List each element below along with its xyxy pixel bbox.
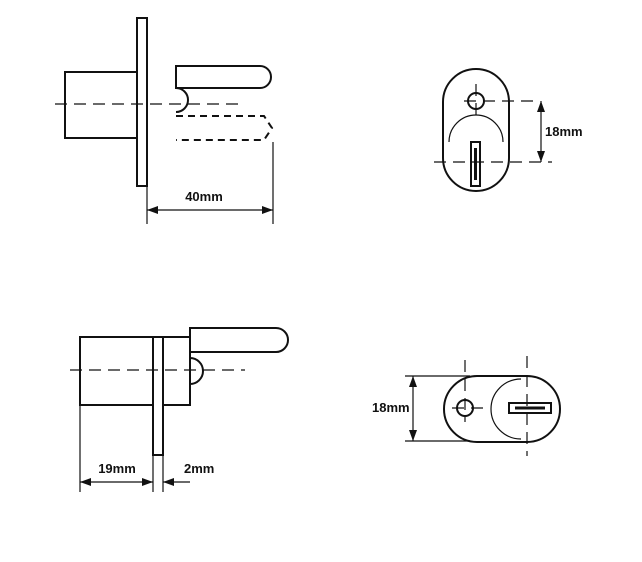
arrow-head bbox=[409, 430, 417, 441]
side-view-extended: 40mm bbox=[55, 17, 274, 224]
side-view: 19mm 2mm bbox=[70, 327, 289, 492]
front-view-vertical: 18mm bbox=[434, 68, 583, 192]
cam-pivot bbox=[175, 87, 189, 113]
dimension-label-height: 18mm bbox=[372, 400, 410, 415]
face-plate bbox=[442, 68, 510, 192]
key-slot-inner bbox=[515, 406, 545, 410]
cylinder-outline bbox=[490, 378, 522, 440]
arrow-head bbox=[147, 206, 158, 214]
dimension-label-flange: 2mm bbox=[184, 461, 214, 476]
arrow-head bbox=[80, 478, 91, 486]
lock-body bbox=[79, 336, 191, 406]
arrow-head bbox=[142, 478, 153, 486]
cam-arm bbox=[175, 65, 272, 89]
arrow-head bbox=[537, 101, 545, 112]
arrow-head bbox=[409, 376, 417, 387]
front-view-horizontal: 18mm bbox=[372, 356, 561, 456]
cylinder-outline bbox=[448, 114, 504, 143]
key-slot-inner bbox=[474, 148, 477, 180]
arrow-head bbox=[163, 478, 174, 486]
cam-pivot bbox=[189, 357, 204, 385]
dimension-label-length: 40mm bbox=[185, 189, 223, 204]
dimension-label-height: 18mm bbox=[545, 124, 583, 139]
dimension-label-body: 19mm bbox=[98, 461, 136, 476]
arrow-head bbox=[262, 206, 273, 214]
mounting-flange bbox=[136, 17, 148, 187]
cam-arm-rotated-dashed bbox=[176, 115, 274, 141]
arrow-head bbox=[537, 151, 545, 162]
cam-arm bbox=[189, 327, 289, 353]
mounting-flange bbox=[152, 336, 164, 456]
lock-body bbox=[64, 71, 138, 139]
